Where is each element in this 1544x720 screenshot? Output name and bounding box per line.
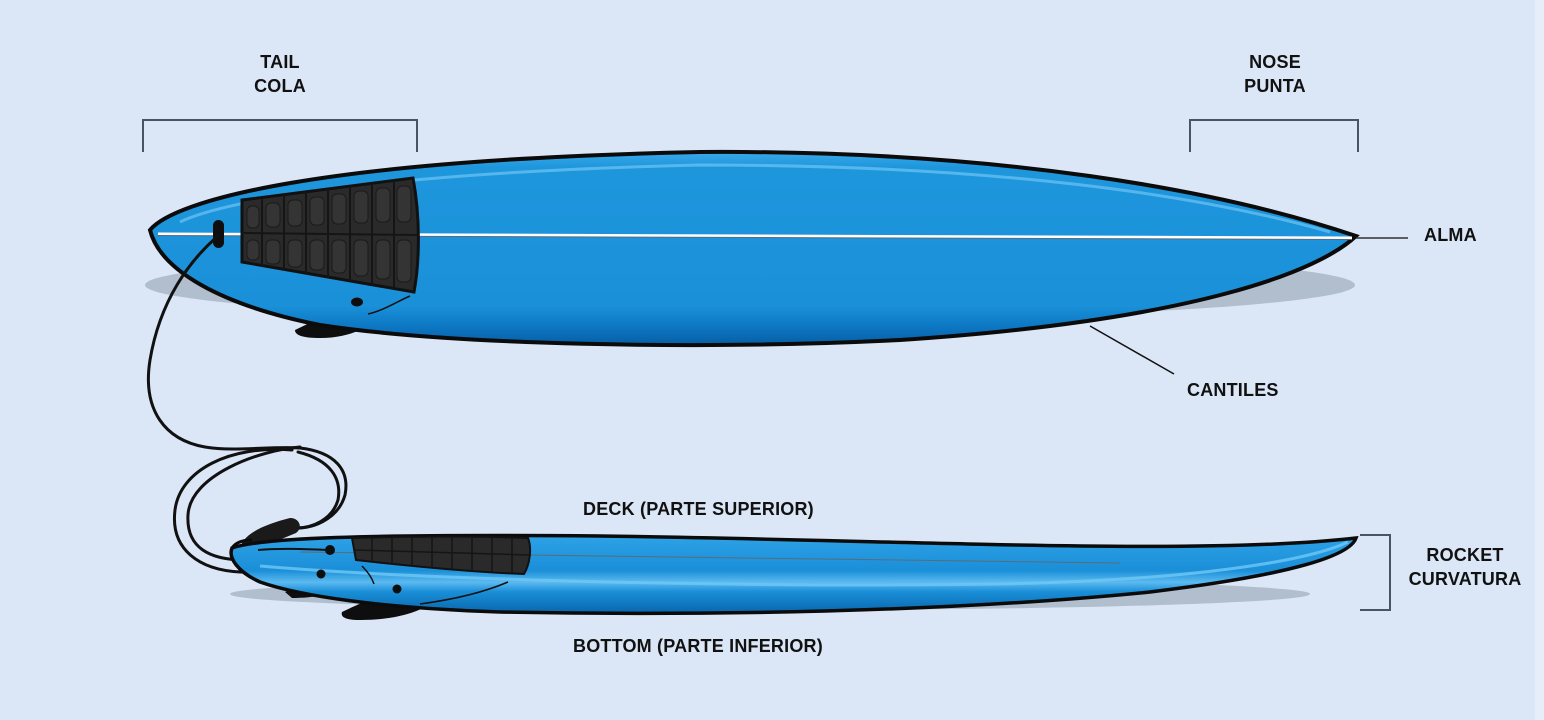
leash-plug-icon (213, 220, 224, 248)
rails-label: CANTILES (1187, 380, 1279, 400)
tail-label: TAIL COLA (230, 50, 330, 98)
top-board (147, 149, 1360, 347)
stringer-label: ALMA (1424, 225, 1477, 245)
side-traction-pad (350, 535, 532, 576)
nose-label-es: PUNTA (1244, 76, 1306, 96)
rocket-label-es: CURVATURA (1408, 569, 1522, 589)
tail-bracket (142, 119, 418, 152)
nose-label-en: NOSE (1249, 52, 1301, 72)
tail-label-en: TAIL (260, 52, 300, 72)
deck-label: DECK (PARTE SUPERIOR) (583, 499, 814, 519)
rails-leader-line (1089, 325, 1175, 375)
nose-label: NOSE PUNTA (1225, 50, 1325, 98)
leash-connector-icon (242, 518, 300, 548)
bottom-label: BOTTOM (PARTE INFERIOR) (573, 636, 823, 656)
rocket-bracket (1360, 534, 1391, 611)
nose-bracket (1189, 119, 1359, 152)
top-traction-pad (240, 176, 420, 294)
tail-label-es: COLA (254, 76, 306, 96)
side-board (229, 533, 1359, 616)
rocket-label-en: ROCKET (1426, 545, 1504, 565)
rocket-label: ROCKET CURVATURA (1400, 543, 1530, 591)
background-edge (1535, 0, 1544, 720)
